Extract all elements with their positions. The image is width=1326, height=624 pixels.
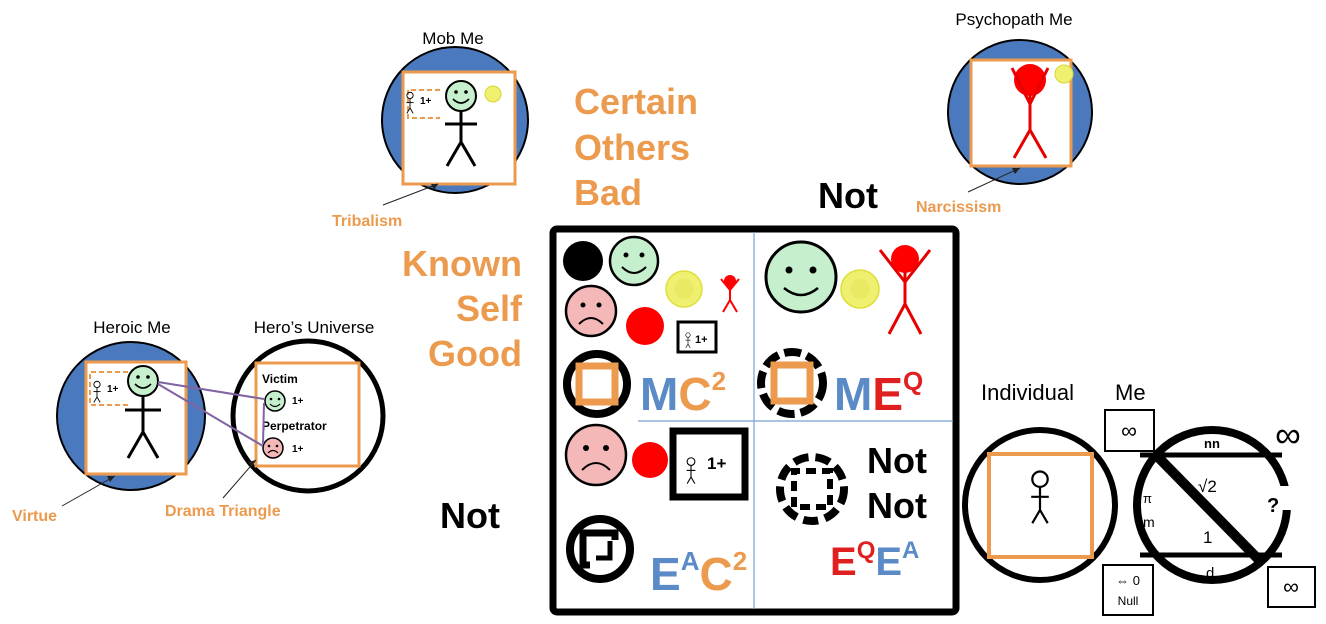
infinity-symbol: ∞ bbox=[1283, 574, 1299, 599]
smiley-icon bbox=[127, 365, 159, 397]
not-line-2: Not bbox=[867, 485, 927, 526]
smiley-icon bbox=[608, 235, 660, 287]
red-person-icon bbox=[878, 245, 932, 335]
perpetrator-face-icon bbox=[262, 437, 284, 459]
heroic-me-label: Heroic Me bbox=[93, 318, 170, 337]
dashed-square-icon bbox=[791, 468, 833, 510]
not-not-label: Not Not bbox=[867, 440, 927, 526]
dashed-ring-icon bbox=[776, 453, 848, 525]
mc2-formula: MC2 bbox=[640, 366, 726, 420]
quadrant-bottom-right: Not Not EQEA bbox=[776, 440, 927, 584]
smiley-icon bbox=[764, 240, 838, 314]
d-label: d bbox=[1206, 565, 1214, 582]
pi-label: π bbox=[1143, 491, 1152, 506]
perpetrator-label: Perpetrator bbox=[262, 419, 327, 433]
psychopath-me-label: Psychopath Me bbox=[955, 10, 1072, 29]
math-circle: nn √2 π m 1 d ? bbox=[1133, 426, 1294, 584]
black-dot-icon bbox=[563, 241, 603, 281]
tribalism-label: Tribalism bbox=[332, 213, 402, 230]
victim-face-icon bbox=[264, 390, 286, 412]
heroic-me-figure: 1+ bbox=[56, 341, 206, 491]
heading-line-known: Known bbox=[402, 243, 522, 284]
drama-connector-lines bbox=[157, 381, 265, 447]
known-self-good-heading: Known Self Good bbox=[402, 243, 523, 374]
frown-face-icon bbox=[564, 423, 628, 487]
solid-ring-icon bbox=[566, 515, 634, 583]
perpetrator-count: 1+ bbox=[292, 444, 304, 455]
quadrant-bottom-left: 1+ EAC2 bbox=[564, 423, 749, 600]
victim-label: Victim bbox=[262, 372, 298, 386]
nested-square-icon bbox=[579, 529, 619, 569]
psychopath-me-figure bbox=[947, 39, 1093, 185]
mob-me-figure: 1+ bbox=[381, 46, 529, 194]
solid-ring-icon bbox=[563, 350, 631, 418]
heading-line-bad: Bad bbox=[574, 172, 642, 213]
smiley-icon bbox=[445, 80, 477, 112]
infinity-symbol: ∞ bbox=[1121, 418, 1137, 443]
quadrant-top-left: 1+ MC2 bbox=[563, 235, 740, 420]
red-dot-icon bbox=[632, 442, 668, 478]
heading-line-certain: Certain bbox=[574, 81, 698, 122]
quadrant-grid: 1+ MC2 MEQ bbox=[549, 225, 960, 616]
infinity-box-bottom: ∞ bbox=[1267, 566, 1316, 608]
red-person-icon bbox=[720, 275, 740, 313]
not-left-label: Not bbox=[440, 495, 500, 536]
drama-triangle-label: Drama Triangle bbox=[165, 503, 281, 520]
zero-label: ⇔ 0 bbox=[1116, 573, 1140, 588]
certain-others-bad-heading: Certain Others Bad bbox=[574, 81, 698, 213]
person-badge-icon bbox=[676, 320, 718, 354]
heading-line-good: Good bbox=[428, 333, 522, 374]
orange-square-icon bbox=[575, 362, 619, 406]
infinity-symbol-large: ∞ bbox=[1275, 414, 1301, 455]
heading-line-others: Others bbox=[574, 127, 690, 168]
heroic-me-frame bbox=[84, 360, 188, 476]
individual-label: Individual bbox=[981, 380, 1074, 405]
quadrant-top-right: MEQ bbox=[757, 240, 932, 420]
badge-label: 1+ bbox=[695, 334, 708, 346]
red-dot-icon bbox=[626, 307, 664, 345]
one-plus-badge: 1+ bbox=[420, 96, 432, 107]
individual-me-figure bbox=[962, 427, 1118, 583]
meq-formula: MEQ bbox=[834, 366, 923, 420]
not-top-label: Not bbox=[818, 175, 878, 216]
heading-line-self: Self bbox=[456, 288, 523, 329]
heros-universe-figure: Victim 1+ Perpetrator 1+ bbox=[230, 338, 386, 494]
virtue-label: Virtue bbox=[12, 508, 57, 525]
not-line-1: Not bbox=[867, 440, 927, 481]
frown-face-icon bbox=[564, 284, 618, 338]
sqrt2-label: √2 bbox=[1198, 477, 1217, 496]
one-plus-badge: 1+ bbox=[107, 384, 119, 395]
victim-count: 1+ bbox=[292, 396, 304, 407]
yellow-orb-icon bbox=[1054, 64, 1074, 84]
m-label: m bbox=[1143, 514, 1155, 530]
null-label: Null bbox=[1118, 594, 1139, 608]
heros-universe-label: Hero’s Universe bbox=[254, 318, 375, 337]
eac2-formula: EAC2 bbox=[650, 546, 747, 600]
eqea-formula: EQEA bbox=[830, 537, 919, 584]
yellow-orb-icon bbox=[484, 85, 502, 103]
mob-me-label: Mob Me bbox=[422, 29, 483, 48]
null-box: ⇔ 0 Null bbox=[1102, 564, 1154, 616]
orange-square-icon bbox=[770, 361, 814, 405]
me-label: Me bbox=[1115, 380, 1146, 405]
infinity-box-top: ∞ bbox=[1104, 409, 1155, 452]
question-mark: ? bbox=[1267, 495, 1279, 517]
nn-label: nn bbox=[1204, 436, 1220, 451]
narcissism-label: Narcissism bbox=[916, 199, 1001, 216]
badge-label: 1+ bbox=[707, 454, 726, 473]
person-badge-icon bbox=[669, 427, 749, 501]
one-label: 1 bbox=[1203, 528, 1212, 547]
dashed-ring-icon bbox=[757, 348, 827, 418]
